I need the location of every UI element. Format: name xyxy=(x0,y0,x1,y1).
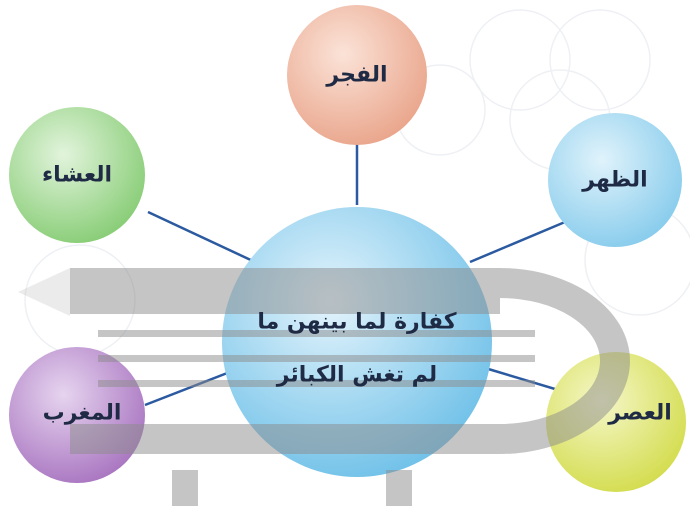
connector-maghrib xyxy=(144,368,236,407)
connector-dhuhr xyxy=(469,220,566,264)
center-line-2: لم تغش الكبائر xyxy=(276,362,438,388)
overlay-tip xyxy=(18,268,70,316)
label-maghrib: المغرب xyxy=(42,400,122,426)
overlay-post-left xyxy=(172,470,198,506)
overlay-band-top xyxy=(70,268,500,314)
center-line-1: كفارة لما بينهن ما xyxy=(257,309,457,335)
asr-circle xyxy=(546,352,686,492)
isha-circle xyxy=(9,107,145,243)
overlay-stripe-1 xyxy=(98,330,535,337)
overlay-band-bottom xyxy=(70,424,500,454)
label-fajr: الفجر xyxy=(326,62,388,88)
label-dhuhr: الظهر xyxy=(582,167,648,193)
label-asr: العصر xyxy=(608,400,672,426)
overlay-stripe-3 xyxy=(98,380,535,387)
fajr-circle xyxy=(287,5,427,145)
overlay-stripe-2 xyxy=(98,355,535,362)
overlay-curve xyxy=(500,268,630,454)
overlay-post-right xyxy=(386,470,412,506)
dhuhr-circle xyxy=(548,113,682,247)
label-isha: العشاء xyxy=(41,162,113,188)
connector-isha xyxy=(147,210,256,264)
overlay-clip xyxy=(18,268,630,506)
